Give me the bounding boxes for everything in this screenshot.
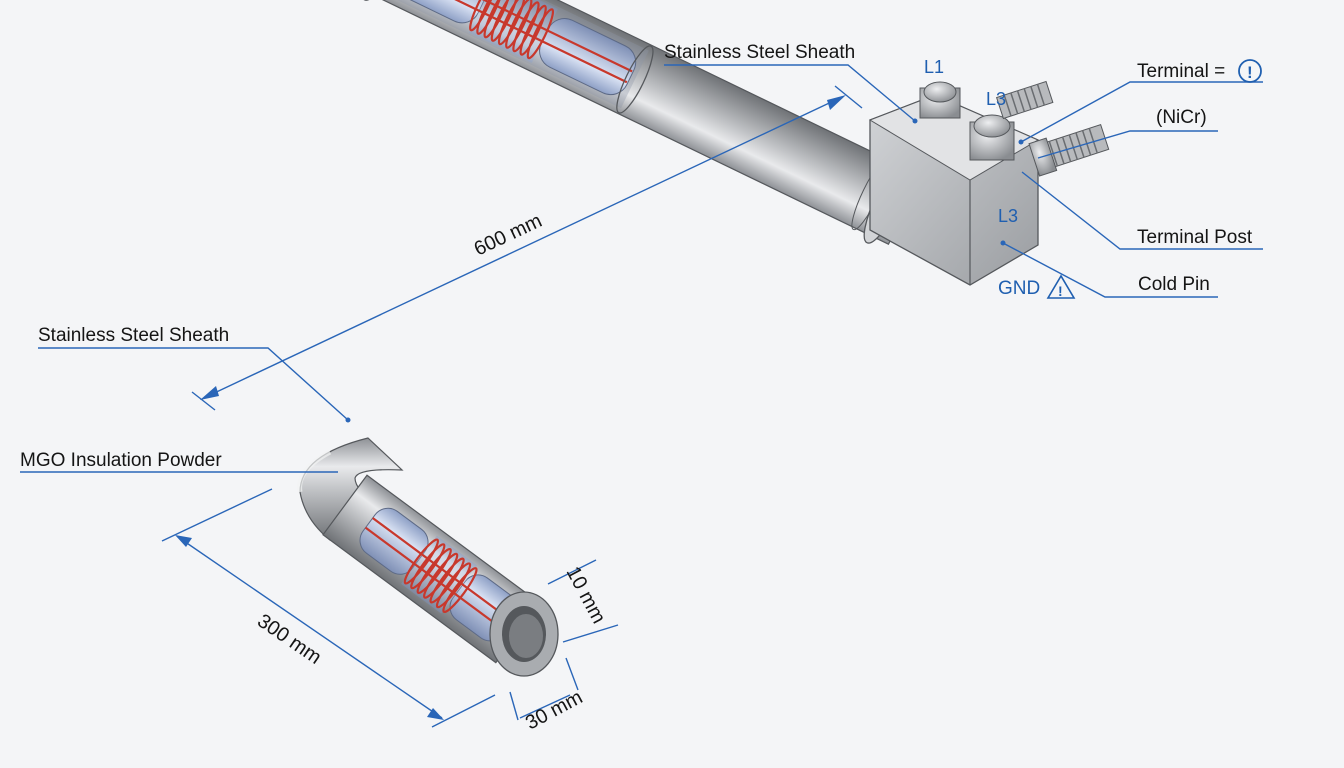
cutaway-long <box>377 0 654 114</box>
label-nicr: (NiCr) <box>1156 107 1207 128</box>
label-terminal: Terminal = <box>1137 61 1225 82</box>
leader-lines <box>20 64 1263 473</box>
heater-tube-short <box>322 474 541 664</box>
dim-label-600: 600 mm <box>471 210 546 261</box>
heating-coil-short <box>364 517 514 633</box>
dimension-10 <box>547 559 619 643</box>
bolt-l1 <box>919 81 961 119</box>
dimension-300 <box>161 488 496 728</box>
terminal-post-upper <box>995 80 1054 120</box>
terminal-block <box>868 80 1110 286</box>
label-l1: L1 <box>924 57 944 77</box>
dimension-600 <box>191 85 863 411</box>
gnd-warning-icon: ! <box>1046 274 1076 299</box>
label-sheath-left: Stainless Steel Sheath <box>38 325 229 346</box>
dim-label-300: 300 mm <box>253 610 325 669</box>
label-terminal-post: Terminal Post <box>1137 227 1253 248</box>
label-gnd: GND <box>998 278 1040 299</box>
heating-coil-long <box>393 0 633 84</box>
label-cold-pin: Cold Pin <box>1138 274 1210 295</box>
bolt-l3 <box>969 114 1015 161</box>
label-mgo: MGO Insulation Powder <box>20 450 222 471</box>
svg-text:!: ! <box>1247 63 1253 82</box>
label-l3-top: L3 <box>986 89 1006 109</box>
label-sheath-top: Stainless Steel Sheath <box>664 42 855 63</box>
terminal-warning-icon: ! <box>1238 59 1262 83</box>
dim-label-10: 10 mm <box>562 563 610 627</box>
end-cap <box>489 591 559 677</box>
svg-text:!: ! <box>1058 283 1063 299</box>
cutaway-short <box>359 507 519 642</box>
label-l3-mid: L3 <box>998 206 1018 226</box>
dim-label-30: 30 mm <box>522 686 586 734</box>
heater-tube-long <box>360 0 923 246</box>
dimension-30 <box>509 657 579 721</box>
